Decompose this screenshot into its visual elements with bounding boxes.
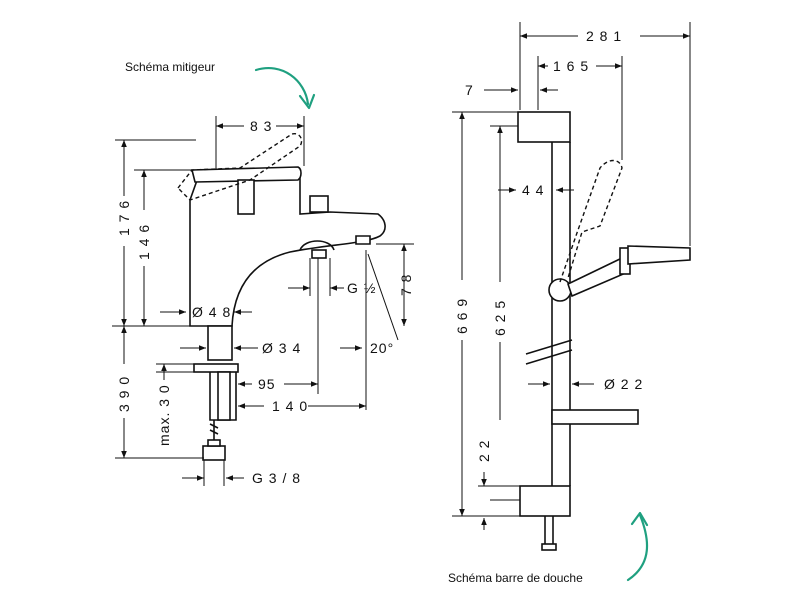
dim-reach-95: 95 (258, 376, 276, 392)
dim-offset-7: 7 (465, 82, 474, 98)
shower-caption-arrow-icon (626, 511, 649, 582)
dim-offset-44: 4 4 (522, 182, 544, 198)
mixer-dimension-lines (112, 116, 414, 486)
dim-height-669: 6 6 9 (454, 298, 470, 334)
dim-reach-140: 1 4 0 (272, 398, 308, 414)
shower-caption: Schéma barre de douche (448, 571, 583, 585)
dim-dia-48: Ø 4 8 (192, 304, 231, 320)
dim-dia-34: Ø 3 4 (262, 340, 301, 356)
dim-height-625: 6 2 5 (492, 300, 508, 336)
dim-height-78: 7 8 (398, 274, 414, 296)
shower-dimension-lines (452, 22, 691, 530)
dim-max-30: max. 3 0 (156, 384, 172, 446)
dim-width-165: 1 6 5 (553, 58, 589, 74)
dim-dia-22: Ø 2 2 (604, 376, 643, 392)
dim-depth-390: 3 9 0 (116, 376, 132, 412)
dim-thread-g38: G 3 / 8 (252, 470, 301, 486)
shower-bar-drawing (517, 111, 691, 551)
dim-thread-g12: G ½ (347, 280, 376, 296)
mixer-drawing (177, 132, 399, 461)
dim-offset-22: 2 2 (476, 440, 492, 462)
mixer-caption-arrow-icon (254, 67, 316, 110)
mixer-caption: Schéma mitigeur (125, 60, 215, 74)
dim-width-83: 8 3 (250, 118, 272, 134)
dim-angle-20: 20° (370, 340, 394, 356)
dim-height-176: 1 7 6 (116, 200, 132, 236)
dim-height-146: 1 4 6 (136, 224, 152, 260)
dim-width-281: 2 8 1 (586, 28, 622, 44)
